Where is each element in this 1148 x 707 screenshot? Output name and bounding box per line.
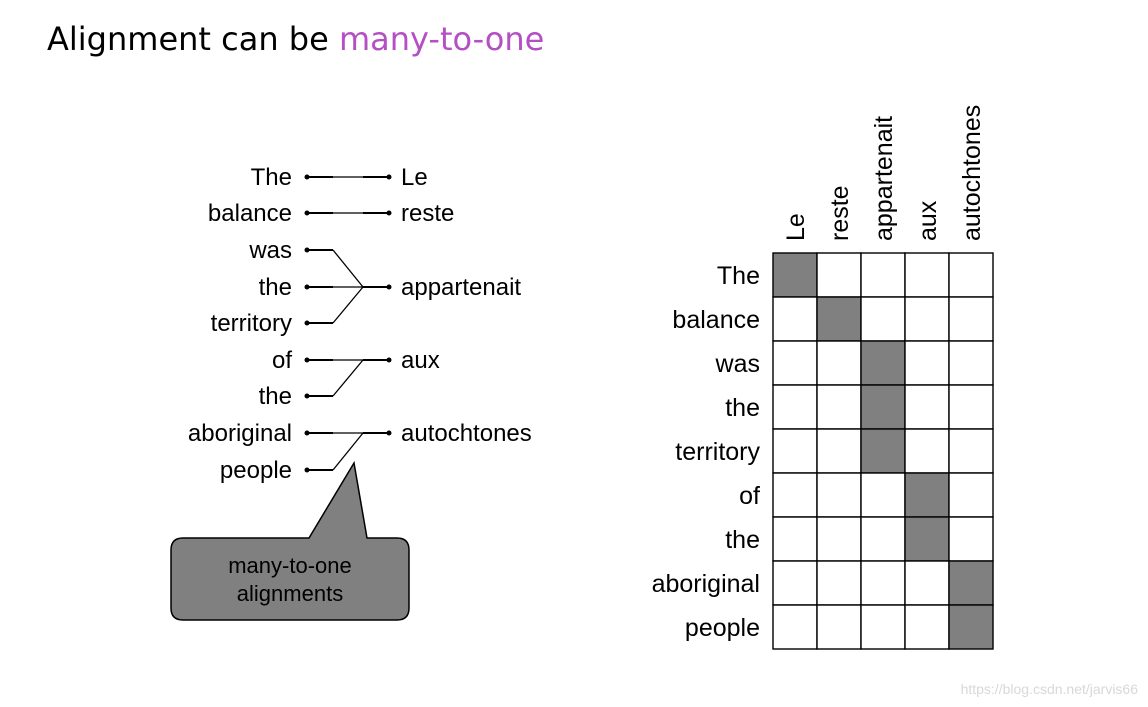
matrix-row-label: balance <box>672 306 760 334</box>
matrix-cell <box>860 516 906 562</box>
matrix-cell-aligned <box>904 472 950 518</box>
alignment-callout: many-to-one alignments <box>170 460 410 621</box>
matrix-cell <box>904 340 950 386</box>
matrix-cell-aligned <box>860 384 906 430</box>
matrix-cell <box>772 472 818 518</box>
matrix-cell <box>904 252 950 298</box>
matrix-col-label: appartenait <box>870 116 898 241</box>
matrix-cell <box>948 428 994 474</box>
matrix-cell <box>772 560 818 606</box>
matrix-cell <box>948 252 994 298</box>
source-word: aboriginal <box>188 420 292 447</box>
alignment-links-diagram: The balance was the territory of the aboriginal… <box>188 164 532 484</box>
target-word: reste <box>401 200 454 227</box>
matrix-cell <box>772 604 818 650</box>
matrix-cell <box>860 604 906 650</box>
matrix-cell <box>904 604 950 650</box>
matrix-row-label: the <box>725 526 760 554</box>
alignment-link <box>332 286 364 324</box>
matrix-cell <box>904 428 950 474</box>
matrix-cell-aligned <box>860 340 906 386</box>
matrix-cell <box>904 296 950 342</box>
source-word: of <box>272 347 292 374</box>
matrix-cell <box>948 384 994 430</box>
target-word: autochtones <box>401 420 532 447</box>
matrix-col-label: autochtones <box>958 105 986 241</box>
matrix-cell-aligned <box>904 516 950 562</box>
source-word: balance <box>208 200 292 227</box>
matrix-cell <box>816 604 862 650</box>
callout-line2: alignments <box>237 581 343 606</box>
target-word: aux <box>401 347 440 374</box>
title-highlight: many-to-one <box>338 20 545 58</box>
target-word: appartenait <box>401 274 521 301</box>
matrix-row-label: territory <box>675 438 760 466</box>
callout-line1: many-to-one <box>228 553 352 578</box>
matrix-cell <box>948 516 994 562</box>
alignment-link <box>332 359 364 397</box>
matrix-row-label: aboriginal <box>652 570 760 598</box>
alignment-link <box>332 432 364 471</box>
matrix-cell <box>904 384 950 430</box>
matrix-row-label: of <box>739 482 760 510</box>
source-word: territory <box>211 310 292 337</box>
matrix-cell <box>860 296 906 342</box>
matrix-cell <box>772 340 818 386</box>
matrix-col-label: aux <box>914 200 942 241</box>
matrix-cell <box>816 472 862 518</box>
matrix-col-label: reste <box>826 185 854 241</box>
matrix-cell <box>948 340 994 386</box>
matrix-cell <box>860 560 906 606</box>
source-word: the <box>259 383 292 410</box>
matrix-cell <box>772 296 818 342</box>
alignment-matrix: The balance was the territory of the aboriginal… <box>652 105 994 650</box>
matrix-cell-aligned <box>948 604 994 650</box>
matrix-cell <box>816 384 862 430</box>
matrix-col-label: Le <box>782 213 810 241</box>
matrix-cell <box>816 252 862 298</box>
matrix-cell-aligned <box>948 560 994 606</box>
source-word: the <box>259 274 292 301</box>
matrix-row-label: the <box>725 394 760 422</box>
matrix-cell <box>948 296 994 342</box>
matrix-cell <box>860 252 906 298</box>
source-word: was <box>248 237 292 264</box>
matrix-row-label: The <box>717 262 760 290</box>
matrix-cell-aligned <box>860 428 906 474</box>
alignment-link <box>332 249 364 288</box>
matrix-row-label: people <box>685 614 760 642</box>
matrix-cell <box>816 340 862 386</box>
matrix-cell <box>772 516 818 562</box>
matrix-cell <box>904 560 950 606</box>
matrix-cell-aligned <box>816 296 862 342</box>
matrix-cell <box>816 560 862 606</box>
callout-bubble <box>170 460 410 621</box>
slide-title: Alignment can be many-to-one <box>47 20 544 58</box>
matrix-row-label: was <box>715 350 760 378</box>
title-prefix: Alignment can be <box>47 20 339 58</box>
source-word: people <box>220 457 292 484</box>
source-word: The <box>251 164 292 191</box>
matrix-cell <box>816 516 862 562</box>
matrix-cell <box>860 472 906 518</box>
matrix-cell-aligned <box>772 252 818 298</box>
matrix-cell <box>948 472 994 518</box>
watermark: https://blog.csdn.net/jarvis66 <box>960 681 1138 697</box>
matrix-cell <box>816 428 862 474</box>
matrix-cell <box>772 384 818 430</box>
target-word: Le <box>401 164 428 191</box>
matrix-cell <box>772 428 818 474</box>
